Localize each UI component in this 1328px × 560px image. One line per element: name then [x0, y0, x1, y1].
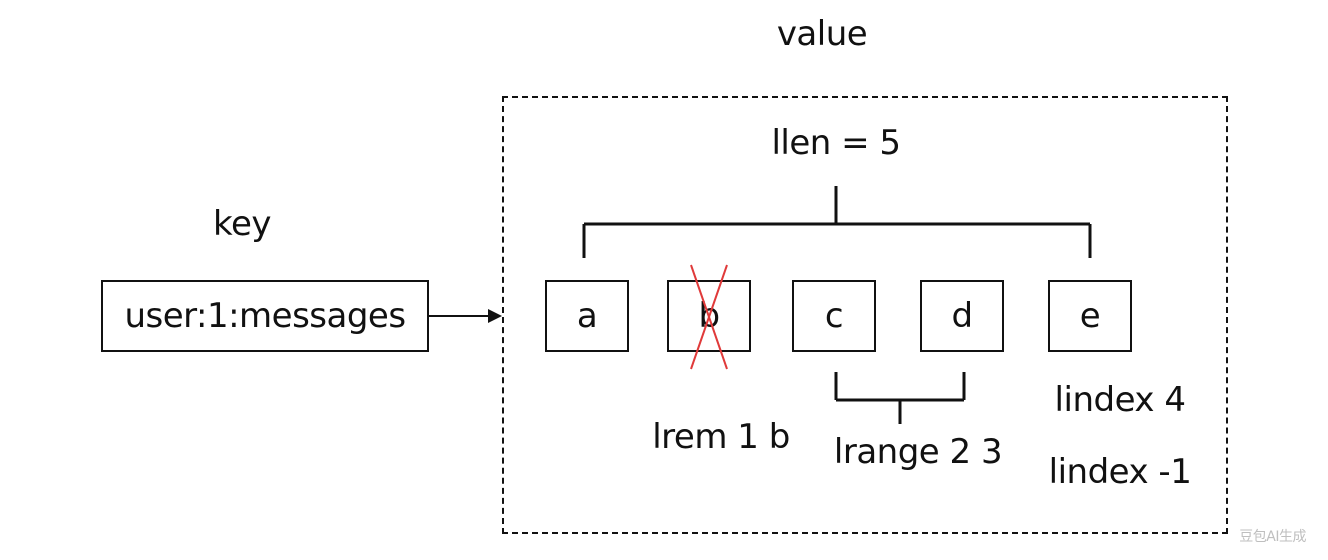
- element-value: e: [1079, 296, 1101, 336]
- lrem-label: lrem 1 b: [652, 417, 790, 457]
- list-element-d: d: [920, 280, 1004, 352]
- element-value: c: [824, 296, 844, 336]
- arrow-head-icon: [488, 309, 502, 323]
- value-title: value: [776, 14, 868, 54]
- removed-cross-icon: [690, 264, 728, 370]
- list-element-c: c: [792, 280, 876, 352]
- key-name: user:1:messages: [124, 296, 406, 336]
- llen-label: llen = 5: [771, 123, 901, 163]
- key-label: key: [212, 204, 272, 244]
- value-container: [502, 96, 1228, 534]
- lindex-negative-label: lindex -1: [1048, 452, 1192, 492]
- list-element-b-removed: b: [667, 264, 751, 370]
- lindex-positive-label: lindex 4: [1054, 380, 1186, 420]
- key-box: user:1:messages: [101, 280, 429, 352]
- element-value: a: [576, 296, 598, 336]
- watermark: 豆包AI生成: [1239, 529, 1306, 545]
- lrange-label: lrange 2 3: [833, 432, 1003, 472]
- list-element-e: e: [1048, 280, 1132, 352]
- list-element-a: a: [545, 280, 629, 352]
- element-value: d: [951, 296, 973, 336]
